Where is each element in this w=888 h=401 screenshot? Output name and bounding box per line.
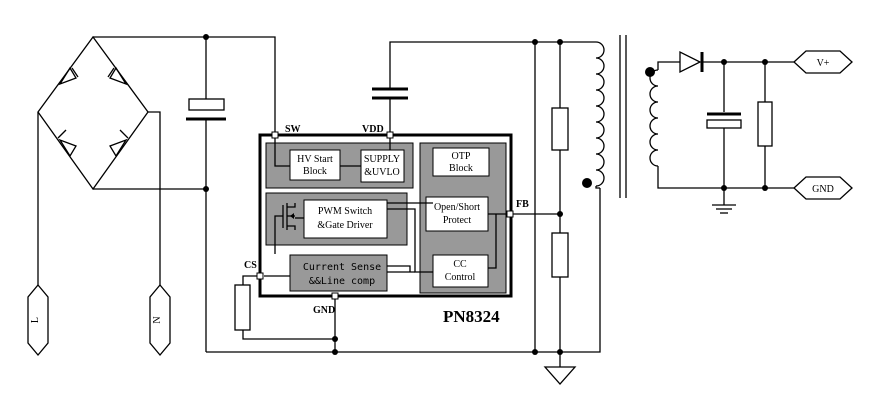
transformer	[582, 35, 659, 198]
pin-gnd	[331, 292, 339, 300]
pin-label-sw: SW	[285, 124, 301, 135]
hv-start-label: HV Start	[297, 154, 333, 165]
hv-start-block	[289, 149, 341, 181]
gnd-terminal: GND	[793, 176, 853, 200]
pin-label-gnd: GND	[313, 305, 335, 316]
pwm-driver-label: PWM Switch	[318, 206, 372, 217]
junction-dot	[721, 185, 727, 191]
otp-block	[432, 147, 490, 177]
supply-uvlo-label: &UVLO	[364, 167, 400, 178]
neutral-terminal: N	[149, 283, 171, 357]
line-terminal: L	[27, 283, 49, 357]
wire-neutral-input	[148, 111, 161, 285]
fb-resistor-lower	[551, 232, 569, 278]
line-terminal-label: L	[30, 317, 41, 323]
gnd-output-label: GND	[812, 184, 834, 195]
diode-upper-right	[107, 66, 128, 86]
otp-label: Block	[449, 163, 473, 174]
junction-dot	[762, 59, 768, 65]
pin-fb	[506, 210, 514, 218]
junction-dot	[332, 336, 338, 342]
cc-control-label: Control	[445, 272, 476, 283]
secondary-ground-symbol	[712, 204, 736, 214]
current-sense-label: &&Line comp	[309, 276, 375, 287]
supply-uvlo-block	[360, 149, 405, 183]
wire-internal	[488, 214, 497, 269]
junction-dot	[203, 186, 209, 192]
current-sense-label: Current Sense	[303, 262, 381, 273]
diode-lower-left	[57, 129, 77, 158]
junction-dot	[762, 185, 768, 191]
output-capacitor	[706, 112, 742, 129]
vdd-capacitor	[372, 87, 408, 100]
wire-internal	[387, 208, 433, 273]
fb-resistor-upper	[551, 107, 569, 151]
wire-gnd-rail	[657, 166, 794, 189]
cc-control-block	[432, 254, 489, 288]
junction-dot	[332, 349, 338, 355]
mosfet-symbol	[274, 203, 304, 230]
load-resistor	[757, 101, 773, 147]
wire-secondary-top	[657, 61, 680, 70]
diode-lower-right	[109, 129, 129, 158]
wire-internal	[387, 265, 411, 272]
pin-label-vdd: VDD	[362, 124, 384, 135]
junction-dot	[557, 211, 563, 217]
junction-dot	[557, 349, 563, 355]
wire-internal	[274, 135, 290, 167]
otp-label: OTP	[452, 151, 471, 162]
pwm-driver-block	[303, 199, 388, 239]
vplus-label: V+	[817, 58, 830, 69]
protect-label: Protect	[443, 215, 472, 226]
chip-name: PN8324	[443, 307, 500, 326]
junction-dot	[203, 34, 209, 40]
pin-cs	[256, 272, 264, 280]
pin-label-cs: CS	[244, 260, 257, 271]
protect-label: Open/Short	[434, 202, 480, 213]
vplus-terminal: V+	[793, 50, 853, 74]
secondary-polarity-dot	[645, 67, 655, 77]
neutral-terminal-label: N	[152, 316, 163, 323]
primary-polarity-dot	[582, 178, 592, 188]
hv-start-label: Block	[303, 166, 327, 177]
pin-sw	[271, 131, 279, 139]
wire-cs	[242, 275, 257, 285]
pwm-driver-label: &Gate Driver	[317, 220, 373, 231]
bulk-capacitor	[186, 98, 226, 121]
chip-pn8324: HV Start Block SUPPLY &UVLO OTP Block Op…	[244, 124, 529, 326]
wire-cs-return	[242, 330, 335, 340]
pin-vdd	[386, 131, 394, 139]
junction-dot	[721, 59, 727, 65]
ground-symbol	[543, 366, 577, 385]
pin-label-fb: FB	[516, 199, 529, 210]
cs-resistor	[234, 284, 251, 331]
supply-uvlo-label: SUPPLY	[364, 154, 400, 165]
wire-vdd-cap-top	[389, 41, 596, 89]
output-diode	[679, 50, 704, 74]
open-short-protect-block	[425, 196, 489, 232]
cc-control-label: CC	[453, 259, 467, 270]
junction-dot	[532, 349, 538, 355]
wire-hv-rail	[93, 36, 276, 133]
current-sense-group	[289, 254, 388, 292]
diode-upper-left	[58, 66, 79, 86]
bridge-rectifier	[37, 35, 149, 191]
